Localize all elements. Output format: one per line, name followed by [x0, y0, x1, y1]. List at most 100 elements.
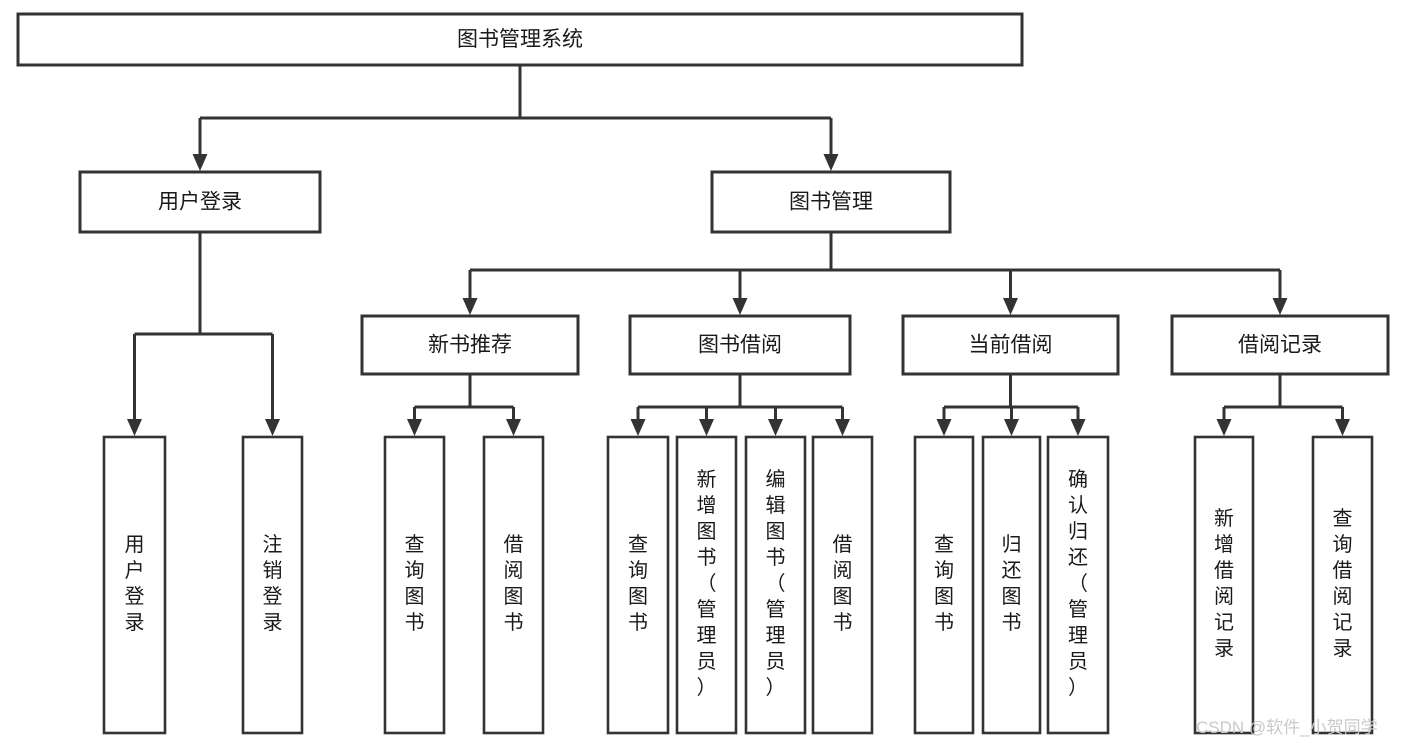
node-label-char: 书: [628, 611, 648, 634]
node-leaf-return-book[interactable]: 归还图书归还图书: [981, 435, 1042, 735]
branch-connector: [630, 374, 850, 436]
node-label-char: 图: [766, 521, 786, 543]
node-label-char: 查: [934, 533, 954, 556]
node-label-char: 阅: [833, 559, 853, 582]
node-leaf-query-book-recommend[interactable]: 查询图书查询图书: [383, 435, 446, 735]
node-label: 用户登录: [158, 191, 242, 214]
node-box[interactable]: [744, 435, 807, 735]
node-label: 图书借阅: [698, 334, 782, 357]
node-undefined[interactable]: 图书管理系统: [16, 12, 1024, 67]
node-label-char: 销: [263, 559, 283, 582]
arrow-head: [265, 419, 280, 436]
node-label-char: 录: [125, 612, 145, 634]
node-box[interactable]: [811, 435, 874, 735]
node-box[interactable]: [241, 435, 304, 735]
node-label-char: 图: [504, 586, 524, 608]
node-label-char: 书: [504, 611, 524, 634]
arrow-head: [192, 154, 208, 171]
node-label-char: 询: [1333, 533, 1353, 556]
node-label-char: 书: [405, 611, 425, 634]
node-label-char: ）: [1068, 676, 1088, 699]
node-label-char: 员: [697, 651, 717, 673]
node-current-borrow[interactable]: 当前借阅: [901, 314, 1120, 376]
node-leaf-query-borrow-record[interactable]: 查询借阅记录查询借阅记录: [1311, 435, 1374, 735]
node-label-char: 用: [125, 534, 145, 556]
node-label-char: （: [766, 572, 786, 595]
node-book-management[interactable]: 图书管理: [710, 170, 952, 234]
node-box[interactable]: [913, 435, 975, 735]
arrow-head: [1004, 419, 1019, 436]
node-label-char: 查: [405, 533, 425, 556]
node-label-char: 录: [1333, 638, 1353, 660]
node-label-char: （: [1068, 572, 1088, 595]
node-leaf-query-book-current[interactable]: 查询图书查询图书: [913, 435, 975, 735]
node-label: 当前借阅: [969, 334, 1053, 357]
node-label-char: 员: [1068, 651, 1088, 673]
node-label-char: 增: [1214, 533, 1234, 556]
node-leaf-borrow-book[interactable]: 借阅图书借阅图书: [811, 435, 874, 735]
node-box[interactable]: [1311, 435, 1374, 735]
node-label-char: 录: [1214, 638, 1234, 660]
node-box[interactable]: [981, 435, 1042, 735]
node-book-borrow[interactable]: 图书借阅: [628, 314, 852, 376]
node-box[interactable]: [102, 435, 167, 735]
node-box[interactable]: [16, 12, 1024, 67]
node-label-char: 还: [1068, 546, 1088, 569]
node-label-char: 记: [1214, 611, 1234, 634]
node-label-char: 询: [628, 559, 648, 582]
node-label-char: 图: [1002, 586, 1022, 608]
node-box[interactable]: [675, 435, 738, 735]
node-label-char: 户: [125, 559, 145, 582]
node-borrow-record[interactable]: 借阅记录: [1170, 314, 1390, 376]
node-label-char: 增: [697, 494, 717, 517]
node-label: 图书管理系统: [457, 28, 583, 51]
node-label-char: （: [697, 572, 717, 595]
arrow-head: [1216, 419, 1232, 436]
node-label-char: 查: [628, 533, 648, 556]
node-box[interactable]: [710, 170, 952, 234]
node-label-char: 确: [1068, 468, 1088, 491]
arrow-head: [699, 419, 714, 436]
node-label-char: ）: [697, 676, 717, 699]
node-label-char: 书: [766, 546, 786, 569]
node-label-char: 借: [833, 533, 853, 556]
csdn-watermark: CSDN @软件_小贺同学: [1196, 718, 1378, 737]
arrow-head: [630, 419, 646, 436]
node-user-login[interactable]: 用户登录: [78, 170, 322, 234]
node-label: 图书管理: [789, 191, 873, 214]
node-leaf-add-borrow-record[interactable]: 新增借阅记录新增借阅记录: [1193, 435, 1255, 735]
connector-layer: [127, 65, 1350, 436]
node-label-char: 还: [1002, 559, 1022, 582]
node-box[interactable]: [606, 435, 670, 735]
node-leaf-borrow-book-recommend[interactable]: 借阅图书借阅图书: [482, 435, 545, 735]
branch-connector: [462, 232, 1288, 315]
node-box[interactable]: [78, 170, 322, 234]
node-new-book-recommend[interactable]: 新书推荐: [360, 314, 580, 376]
node-box[interactable]: [901, 314, 1120, 376]
node-box[interactable]: [1193, 435, 1255, 735]
node-label-char: 借: [1214, 559, 1234, 582]
node-label-char: 归: [1002, 533, 1022, 556]
node-box[interactable]: [1046, 435, 1110, 735]
node-box[interactable]: [383, 435, 446, 735]
node-label-char: 归: [1068, 520, 1088, 543]
node-leaf-logout-login[interactable]: 注销登录注销登录: [241, 435, 304, 735]
node-label-char: 新: [697, 468, 717, 491]
node-leaf-query-book-borrow[interactable]: 查询图书查询图书: [606, 435, 670, 735]
node-label-char: 图: [628, 586, 648, 608]
arrow-head: [835, 419, 850, 436]
node-leaf-user-login[interactable]: 用户登录用户登录: [102, 435, 167, 735]
node-box[interactable]: [360, 314, 580, 376]
branch-connector: [407, 374, 521, 436]
node-label: 借阅记录: [1238, 334, 1322, 357]
node-label-char: 理: [766, 625, 786, 647]
node-box[interactable]: [482, 435, 545, 735]
node-box[interactable]: [628, 314, 852, 376]
node-label-char: 录: [263, 612, 283, 634]
node-box[interactable]: [1170, 314, 1390, 376]
